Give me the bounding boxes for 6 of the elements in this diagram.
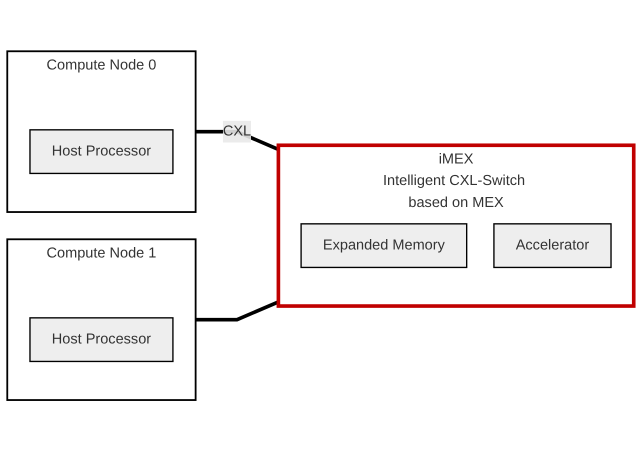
node-box: Host Processor (29, 129, 174, 174)
edge-label: CXL (222, 123, 252, 139)
node-box: Host Processor (29, 317, 174, 362)
node-box: Expanded Memory (300, 223, 468, 268)
connector (196, 300, 280, 322)
node-box: Accelerator (493, 223, 612, 268)
